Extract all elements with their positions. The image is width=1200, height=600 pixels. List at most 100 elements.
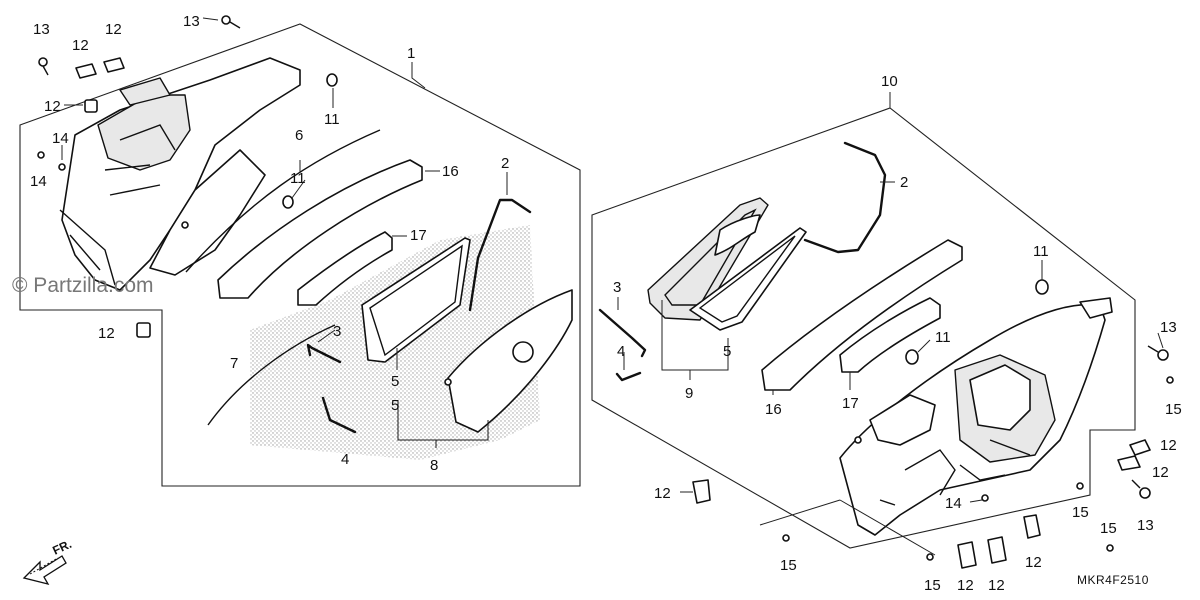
callout-12-left-a: 12 bbox=[72, 37, 89, 54]
front-direction-arrow: FR. bbox=[22, 537, 74, 586]
pad-16 bbox=[217, 159, 423, 299]
callout-16-left: 16 bbox=[442, 163, 459, 180]
callout-12-right-a: 12 bbox=[1160, 437, 1177, 454]
left-assembly: 1 13 12 12 13 12 11 14 14 6 11 16 2 17 1… bbox=[19, 13, 581, 487]
callout-15-right-e: 15 bbox=[924, 577, 941, 594]
clip-12-a bbox=[75, 63, 97, 79]
leader-9 bbox=[661, 300, 729, 380]
bolt-13-right-a bbox=[1147, 345, 1169, 361]
cover-plate-8 bbox=[447, 289, 573, 433]
left-side-cover bbox=[59, 57, 301, 291]
callout-4-right: 4 bbox=[617, 343, 625, 360]
grommet-11-right-a bbox=[1035, 279, 1049, 295]
filter-element-5-right bbox=[689, 227, 807, 331]
screw-14-right bbox=[981, 494, 989, 502]
diagram-code: MKR4F2510 bbox=[1077, 573, 1149, 587]
clip-12-right-b bbox=[1129, 439, 1151, 456]
clip-12-right-e bbox=[957, 541, 977, 569]
clip-12-d bbox=[136, 322, 151, 338]
pad-17-right bbox=[839, 297, 941, 373]
screw-15-right-a bbox=[1166, 376, 1174, 384]
pad-16-right bbox=[761, 239, 963, 391]
bolt-13-b bbox=[221, 15, 241, 29]
callout-17-left: 17 bbox=[410, 227, 427, 244]
clip-12-c bbox=[84, 99, 98, 113]
callout-11-right-b: 11 bbox=[935, 329, 951, 346]
callout-13-left-a: 13 bbox=[33, 21, 50, 38]
callout-13-left-b: 13 bbox=[183, 13, 200, 30]
grommet-11-b bbox=[282, 195, 294, 209]
callout-14-left-a: 14 bbox=[52, 130, 69, 147]
leader-frame-right-low bbox=[759, 499, 936, 556]
wire-clip-4-right bbox=[615, 371, 642, 382]
callout-15-right-a: 15 bbox=[1165, 401, 1182, 418]
callout-17-right: 17 bbox=[842, 395, 859, 412]
callout-16-right: 16 bbox=[765, 401, 782, 418]
leader-13-right bbox=[1157, 332, 1164, 349]
pad-17 bbox=[297, 231, 393, 306]
leader-8 bbox=[397, 400, 489, 448]
filter-element-5 bbox=[361, 237, 471, 363]
screw-14-b bbox=[58, 163, 66, 171]
screw-15-right-b bbox=[1076, 482, 1084, 490]
callout-11-left-a: 11 bbox=[324, 111, 340, 128]
leader-13 bbox=[202, 17, 219, 21]
wire-clip-3-right bbox=[598, 308, 647, 358]
callout-10: 10 bbox=[881, 73, 898, 90]
callout-15-right-d: 15 bbox=[780, 557, 797, 574]
leader-11-right-b bbox=[917, 339, 931, 353]
screw-15-right-c bbox=[1106, 544, 1114, 552]
leader-11b bbox=[291, 179, 306, 199]
left-assembly-frame bbox=[19, 23, 581, 487]
clip-12-b bbox=[103, 57, 125, 73]
callout-13-right-a: 13 bbox=[1160, 319, 1177, 336]
screw-15-right-e bbox=[926, 553, 934, 561]
callout-2-right: 2 bbox=[900, 174, 908, 191]
leader-3 bbox=[317, 329, 336, 343]
leader-14-right bbox=[969, 499, 983, 503]
callout-12-right-e: 12 bbox=[957, 577, 974, 594]
callout-13-right-b: 13 bbox=[1137, 517, 1154, 534]
bolt-13-right-b bbox=[1131, 479, 1151, 499]
wire-clip-4 bbox=[321, 396, 357, 434]
clip-12-right-a bbox=[692, 479, 711, 504]
callout-8: 8 bbox=[430, 457, 438, 474]
callout-12-right-c: 12 bbox=[654, 485, 671, 502]
wire-clip-2-right bbox=[803, 141, 887, 254]
right-assembly: 10 2 11 3 4 5 9 11 16 17 13 15 12 12 12 … bbox=[591, 73, 1182, 594]
callout-1: 1 bbox=[407, 45, 415, 62]
callout-14-left-b: 14 bbox=[30, 173, 47, 190]
callout-12-left-d: 12 bbox=[98, 325, 115, 342]
leader-1 bbox=[411, 62, 426, 89]
clip-12-right-f bbox=[987, 536, 1007, 564]
wire-clip-2 bbox=[468, 198, 532, 312]
seal-strip-6 bbox=[185, 129, 381, 273]
callout-12-left-c: 12 bbox=[44, 98, 61, 115]
front-direction-label: FR. bbox=[50, 537, 73, 558]
callout-14-right: 14 bbox=[945, 495, 962, 512]
screw-14-a bbox=[37, 151, 45, 159]
clip-12-right-c bbox=[1117, 455, 1141, 471]
callout-15-right-b: 15 bbox=[1072, 504, 1089, 521]
clip-12-right-d bbox=[1023, 514, 1041, 539]
watermark-text: © Partzilla.com bbox=[12, 274, 154, 297]
callout-12-right-b: 12 bbox=[1152, 464, 1169, 481]
callout-6: 6 bbox=[295, 127, 303, 144]
callout-5-right: 5 bbox=[723, 343, 731, 360]
callout-12-right-f: 12 bbox=[988, 577, 1005, 594]
callout-15-right-c: 15 bbox=[1100, 520, 1117, 537]
callout-4-left: 4 bbox=[341, 451, 349, 468]
wire-clip-3 bbox=[306, 343, 342, 364]
callout-11-right-a: 11 bbox=[1033, 243, 1049, 260]
callout-9: 9 bbox=[685, 385, 693, 402]
screw-15-right-d bbox=[782, 534, 790, 542]
right-side-cover bbox=[839, 297, 1113, 536]
callout-3-right: 3 bbox=[613, 279, 621, 296]
grommet-11-a bbox=[326, 73, 338, 87]
callout-3-left: 3 bbox=[333, 323, 341, 340]
callout-5-left-a: 5 bbox=[391, 373, 399, 390]
seal-strip-7 bbox=[207, 324, 336, 426]
callout-7: 7 bbox=[230, 355, 238, 372]
callout-11-left-b: 11 bbox=[290, 170, 306, 187]
